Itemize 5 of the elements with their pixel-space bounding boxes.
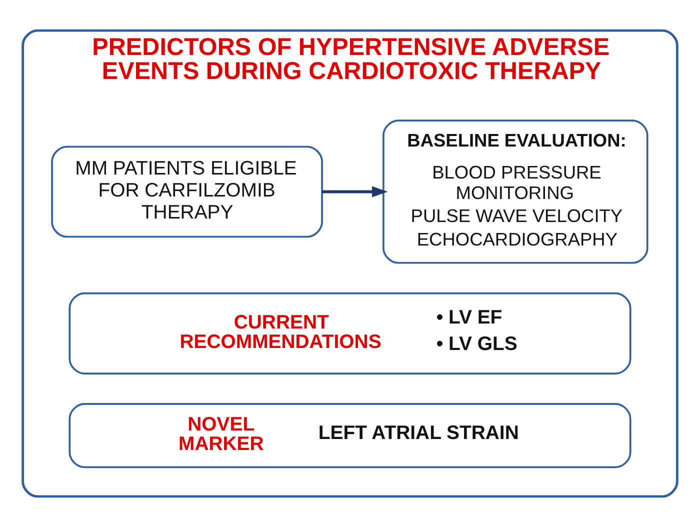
node-box: MM PATIENTS ELIGIBLE FOR CARFILZOMIB THERAPY xyxy=(51,145,323,238)
arrow xyxy=(322,186,388,197)
node-box: BASELINE EVALUATION: BLOOD PRESSURE MONITORING PULSE WAVE VELOCITY ECHOCARDIOGRAPHY xyxy=(382,119,648,264)
node-box: CURRENT RECOMMENDATIONS • LV EF • LV GLS xyxy=(68,292,632,374)
node-box: NOVEL MARKER LEFT ATRIAL STRAIN xyxy=(68,402,632,468)
